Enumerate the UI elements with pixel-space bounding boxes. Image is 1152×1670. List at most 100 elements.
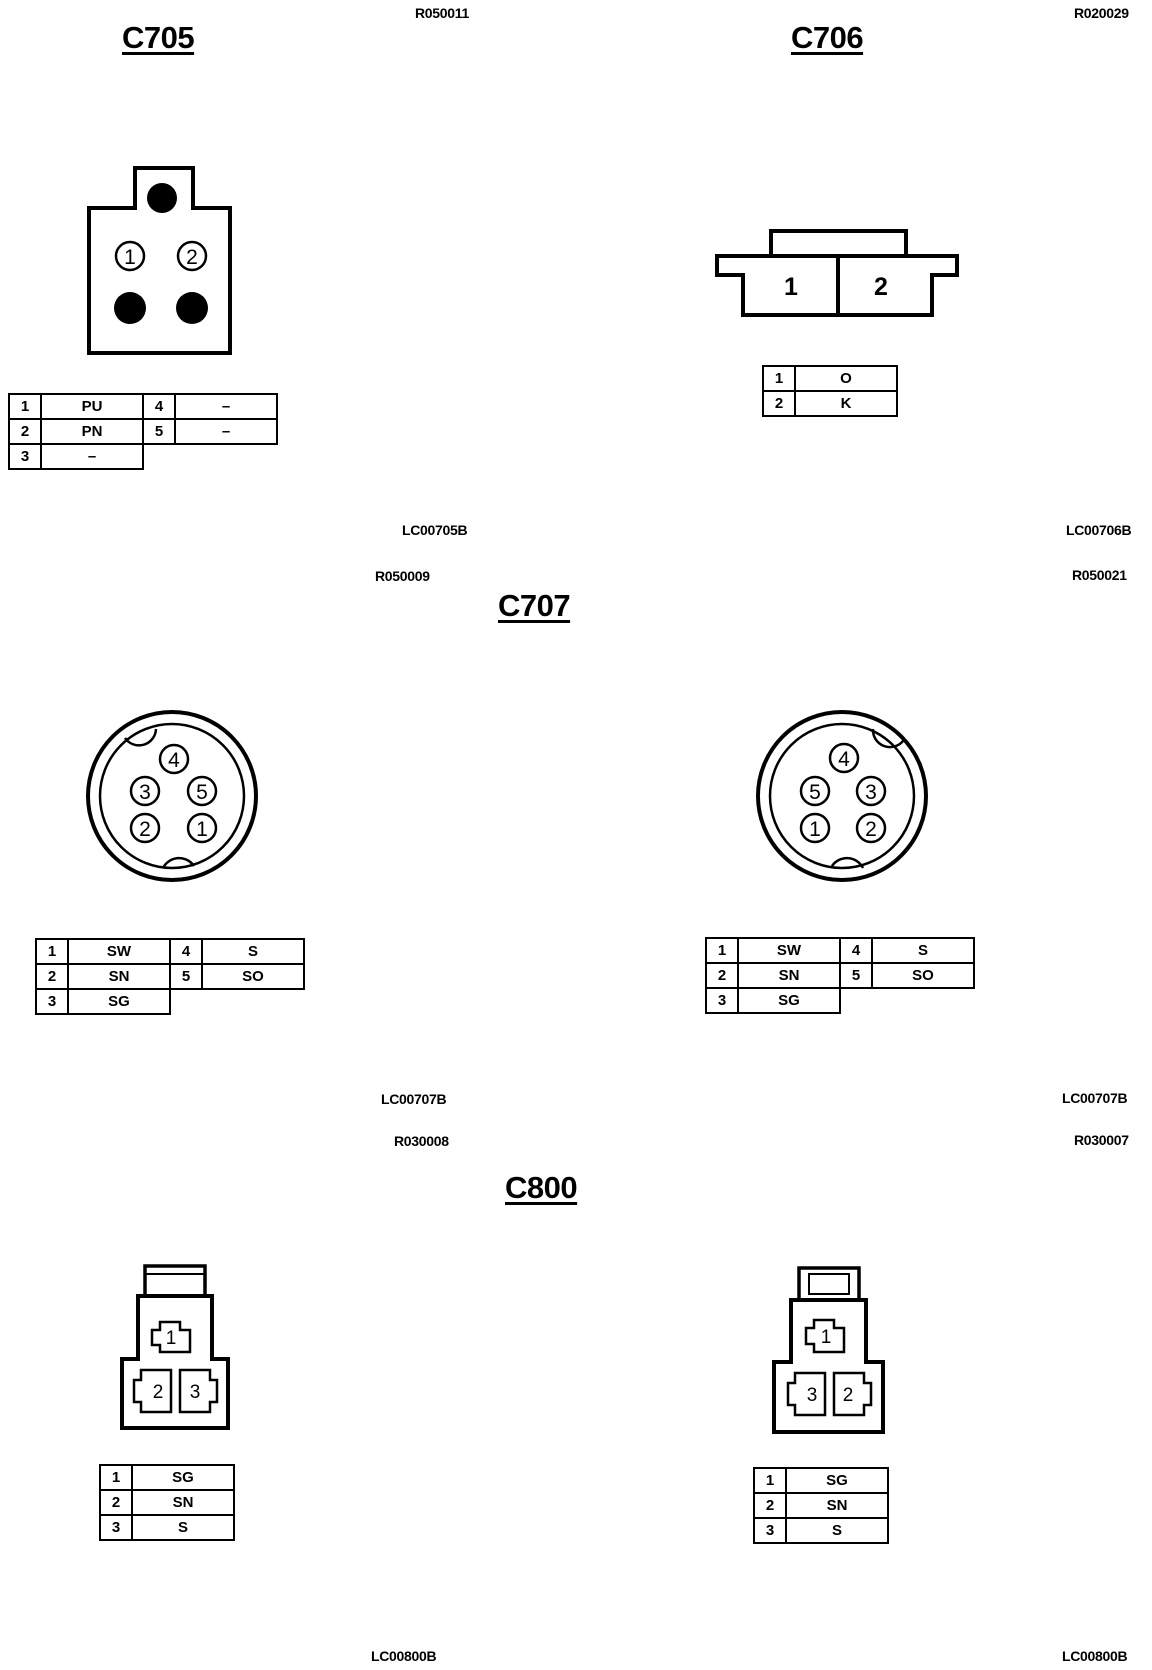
pin-number: 2 (8, 418, 42, 445)
wire-color: S (785, 1517, 889, 1544)
table-row: 2 SN (753, 1492, 889, 1519)
c800-left-ref-bottom: LC00800B (371, 1648, 437, 1664)
c707-left-pin-3-label: 3 (139, 781, 151, 804)
c705-pin-2-label: 2 (186, 246, 198, 269)
c706-ref-bottom: LC00706B (1066, 522, 1132, 538)
wire-color: – (174, 393, 278, 420)
table-row: 1 O (762, 365, 898, 392)
pin-number: 2 (753, 1492, 787, 1519)
table-row: 3 SG (705, 987, 974, 1014)
c706-pin-1-label: 1 (784, 273, 798, 301)
wire-color: PU (40, 393, 144, 420)
table-row: 2 SN 5 SO (35, 963, 305, 990)
wire-color: SO (201, 963, 305, 990)
c800-title: C800 (505, 1170, 578, 1205)
pin-number: 3 (99, 1514, 133, 1541)
c707-left-ref-top: R050009 (375, 568, 430, 584)
c800-right-housing (772, 1298, 885, 1434)
c707-right-key-bottom (830, 856, 865, 869)
table-row: 2 SN 5 SO (705, 962, 975, 989)
pin-number: 4 (169, 938, 203, 965)
c707-left-outer-ring (86, 710, 258, 882)
c705-blanked-cavity-top (147, 183, 177, 213)
pin-number: 1 (762, 365, 796, 392)
table-row: 1 PU 4 – (8, 393, 278, 420)
table-row: 2 PN 5 – (8, 418, 278, 445)
c800-right-pin-2-label: 2 (843, 1385, 854, 1406)
wire-color: SG (67, 988, 171, 1015)
wire-color: SO (871, 962, 975, 989)
table-row: 1 SG (99, 1464, 235, 1491)
c705-ref-top: R050011 (415, 5, 469, 21)
c800-left-pin-3-label: 3 (190, 1382, 201, 1403)
c707-left-pin-5-ring (186, 775, 218, 807)
c707-left-pin-3-ring (129, 775, 161, 807)
c800-right-pin-1-label: 1 (821, 1327, 832, 1348)
c707-title: C707 (498, 588, 571, 623)
c705-blanked-cavity-bottom-left (114, 292, 146, 324)
c800-left-ref-top: R030008 (394, 1133, 449, 1149)
pin-number: 2 (99, 1489, 133, 1516)
c800-right-latch (797, 1266, 861, 1302)
pin-number: 5 (169, 963, 203, 990)
c705-pin-2-ring (176, 240, 208, 272)
c706-latch (769, 229, 908, 258)
pin-number: 4 (142, 393, 176, 420)
table-row: 2 K (762, 390, 898, 417)
c800-left-cavity-1 (150, 1320, 192, 1354)
pin-number: 3 (753, 1517, 787, 1544)
c800-right-ref-bottom: LC00800B (1062, 1648, 1128, 1664)
c707-right-pin-4-ring (828, 742, 860, 774)
c707-left-key-top (123, 728, 158, 747)
table-row: 3 – (8, 443, 277, 470)
c705-title: C705 (122, 20, 195, 55)
c706-title: C706 (791, 20, 864, 55)
c707-right-pin-5-ring (799, 775, 831, 807)
wire-color: SN (67, 963, 171, 990)
c705-connector-face (87, 166, 232, 355)
c707-right-pin-1-ring (799, 812, 831, 844)
c707-right-pin-3-ring (855, 775, 887, 807)
pin-number: 1 (35, 938, 69, 965)
c800-right-pin-3-label: 3 (807, 1385, 818, 1406)
c800-left-housing (120, 1294, 230, 1430)
c800-right-pin-table: 1 SG 2 SN 3 S (753, 1467, 889, 1544)
c800-right-ref-top: R030007 (1074, 1132, 1129, 1148)
wire-color: SG (737, 987, 841, 1014)
wire-color: SW (737, 937, 841, 964)
c706-ref-top: R020029 (1074, 5, 1129, 21)
c707-right-key-top (871, 728, 904, 749)
wire-color: O (794, 365, 898, 392)
c706-housing (715, 254, 959, 317)
c705-ref-bottom: LC00705B (402, 522, 468, 538)
wire-color: SG (131, 1464, 235, 1491)
c707-right-ref-top: R050021 (1072, 567, 1127, 583)
c706-pin-2-label: 2 (874, 273, 888, 301)
wire-color: S (871, 937, 975, 964)
c707-left-pin-1-ring (186, 812, 218, 844)
wire-color: – (40, 443, 144, 470)
c800-left-cavity-3 (178, 1368, 219, 1414)
c707-right-ref-bottom: LC00707B (1062, 1090, 1128, 1106)
c800-right-cavity-2 (832, 1371, 873, 1417)
c707-left-pin-2-ring (129, 812, 161, 844)
c707-right-inner-ring (768, 722, 916, 870)
c705-pin-table: 1 PU 4 – 2 PN 5 – 3 – (8, 393, 278, 470)
c707-left-inner-ring (98, 722, 246, 870)
c800-left-pin-table: 1 SG 2 SN 3 S (99, 1464, 235, 1541)
pin-number: 1 (99, 1464, 133, 1491)
table-row: 3 SG (35, 988, 304, 1015)
c707-left-pin-5-label: 5 (196, 781, 208, 804)
pin-number: 1 (753, 1467, 787, 1494)
c800-left-pin-2-label: 2 (153, 1382, 164, 1403)
pin-number: 1 (8, 393, 42, 420)
table-row: 2 SN (99, 1489, 235, 1516)
wire-color: SN (737, 962, 841, 989)
wire-color: S (201, 938, 305, 965)
c707-right-pin-4-label: 4 (838, 748, 850, 771)
c707-right-pin-5-label: 5 (809, 781, 821, 804)
